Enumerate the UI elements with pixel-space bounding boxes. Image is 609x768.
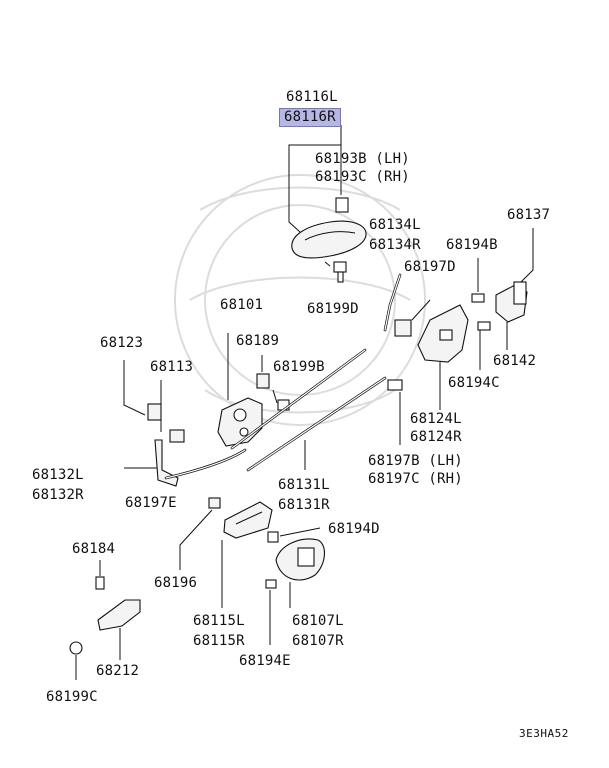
clip-68189	[256, 355, 290, 411]
label-68196[interactable]: 68196	[154, 575, 198, 591]
label-68184[interactable]: 68184	[72, 541, 116, 557]
label-68107L[interactable]: 68107L	[292, 613, 344, 629]
label-68132R[interactable]: 68132R	[32, 487, 84, 503]
leader-68116	[288, 125, 342, 233]
label-68123[interactable]: 68123	[100, 335, 144, 351]
label-68101[interactable]: 68101	[220, 297, 264, 313]
diagram-code: 3E3HA52	[519, 727, 569, 740]
label-68116L[interactable]: 68116L	[286, 89, 338, 105]
label-68197E[interactable]: 68197E	[125, 495, 177, 511]
label-68132L[interactable]: 68132L	[32, 467, 84, 483]
label-68113[interactable]: 68113	[150, 359, 194, 375]
label-68199C[interactable]: 68199C	[46, 689, 98, 705]
label-68193C[interactable]: 68193C (RH)	[315, 169, 410, 185]
label-68131L[interactable]: 68131L	[278, 477, 330, 493]
clip-68197B	[387, 379, 403, 445]
screw-68194B	[471, 258, 485, 303]
label-68197D[interactable]: 68197D	[404, 259, 456, 275]
label-68193B[interactable]: 68193B (LH)	[315, 151, 410, 167]
label-68194D[interactable]: 68194D	[328, 521, 380, 537]
label-68134L[interactable]: 68134L	[369, 217, 421, 233]
watermark	[174, 174, 426, 426]
inside-handle	[221, 501, 273, 608]
linkage-68132	[124, 439, 247, 487]
label-68189[interactable]: 68189	[236, 333, 280, 349]
label-68197C[interactable]: 68197C (RH)	[368, 471, 463, 487]
label-68142[interactable]: 68142	[493, 353, 537, 369]
part-68113	[160, 380, 185, 443]
label-68134R[interactable]: 68134R	[369, 237, 421, 253]
label-68124R[interactable]: 68124R	[410, 429, 462, 445]
label-68116R[interactable]: 68116R	[279, 108, 341, 127]
label-68194C[interactable]: 68194C	[448, 375, 500, 391]
label-68199D[interactable]: 68199D	[307, 301, 359, 317]
rods-68131	[230, 348, 387, 472]
part-68196	[179, 497, 221, 570]
screw-68194C	[477, 321, 491, 370]
bolt-68199C	[69, 641, 83, 680]
label-68197B[interactable]: 68197B (LH)	[368, 453, 463, 469]
clip-68197D	[383, 273, 431, 337]
screw-68194D	[267, 527, 321, 543]
latch-68124	[417, 304, 469, 410]
outside-handle	[291, 197, 367, 259]
escutcheon-68107	[275, 538, 325, 608]
label-68124L[interactable]: 68124L	[410, 411, 462, 427]
label-68194E[interactable]: 68194E	[239, 653, 291, 669]
label-68115L[interactable]: 68115L	[193, 613, 245, 629]
label-68131R[interactable]: 68131R	[278, 497, 330, 513]
label-68194B[interactable]: 68194B	[446, 237, 498, 253]
bolt-68199D	[324, 261, 347, 283]
bracket-68137	[495, 228, 534, 350]
striker-68212	[95, 560, 141, 660]
label-68107R[interactable]: 68107R	[292, 633, 344, 649]
screw-68194E	[265, 579, 277, 645]
label-68115R[interactable]: 68115R	[193, 633, 245, 649]
label-68137[interactable]: 68137	[507, 207, 551, 223]
label-68199B[interactable]: 68199B	[273, 359, 325, 375]
label-68212[interactable]: 68212	[96, 663, 140, 679]
